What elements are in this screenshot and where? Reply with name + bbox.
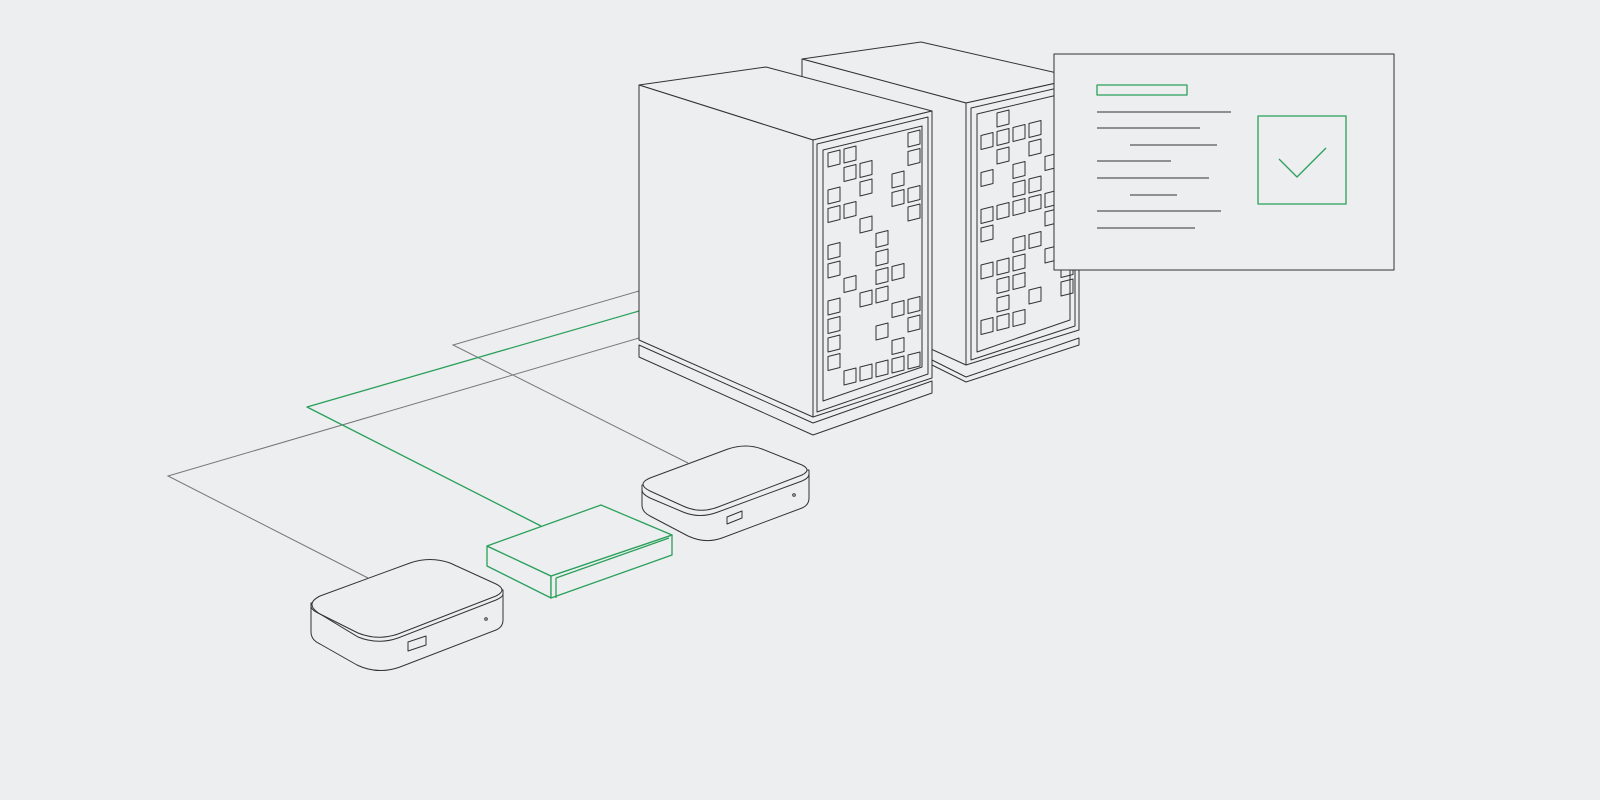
vent-square bbox=[980, 132, 994, 150]
vent-square bbox=[875, 248, 889, 267]
vent-square bbox=[1012, 124, 1026, 142]
vent-square bbox=[996, 109, 1010, 128]
vent-square bbox=[996, 294, 1010, 313]
vent-square bbox=[891, 300, 905, 318]
server-front bbox=[638, 66, 933, 436]
vent-square bbox=[1028, 175, 1042, 194]
vent-square bbox=[980, 317, 994, 335]
vent-square bbox=[875, 322, 889, 341]
check-box bbox=[1257, 115, 1347, 205]
checkmark-icon bbox=[1278, 147, 1327, 178]
vent-square bbox=[907, 314, 921, 333]
vent-square bbox=[1028, 194, 1042, 212]
vent-square bbox=[996, 202, 1010, 220]
vent-square bbox=[1012, 272, 1026, 290]
vent-square bbox=[827, 334, 841, 353]
vent-square bbox=[907, 185, 921, 203]
vent-square bbox=[1028, 138, 1042, 157]
vent-square bbox=[827, 353, 841, 371]
floor-line-back bbox=[451, 290, 689, 464]
vent-square bbox=[827, 242, 841, 260]
vent-square bbox=[859, 289, 873, 308]
vent-square bbox=[843, 201, 857, 219]
vent-square bbox=[875, 230, 889, 248]
vent-square bbox=[980, 206, 994, 224]
vent-square bbox=[843, 367, 857, 386]
vent-square bbox=[827, 205, 841, 223]
vent-square bbox=[827, 297, 841, 316]
vent-square bbox=[1028, 286, 1042, 305]
vent-square bbox=[827, 316, 841, 334]
vent-square bbox=[891, 189, 905, 207]
server-front-vents bbox=[827, 129, 921, 386]
vent-square bbox=[1012, 309, 1026, 327]
vent-square bbox=[891, 170, 905, 189]
vent-square bbox=[843, 275, 857, 293]
vent-square bbox=[859, 363, 873, 382]
vent-square bbox=[980, 224, 994, 243]
accent-device bbox=[486, 504, 673, 599]
vent-square bbox=[891, 337, 905, 355]
vent-square bbox=[859, 178, 873, 197]
vent-square bbox=[980, 261, 994, 280]
vent-square bbox=[996, 128, 1010, 146]
vent-square bbox=[875, 267, 889, 285]
vent-square bbox=[891, 355, 905, 374]
vent-square bbox=[996, 276, 1010, 294]
router-device-front bbox=[310, 559, 504, 671]
vent-square bbox=[827, 186, 841, 205]
status-document-panel bbox=[1053, 53, 1395, 271]
vent-square bbox=[1060, 278, 1074, 297]
vent-square bbox=[859, 215, 873, 234]
vent-square bbox=[996, 257, 1010, 276]
vent-square bbox=[1012, 198, 1026, 216]
vent-square bbox=[875, 359, 889, 378]
vent-square bbox=[907, 148, 921, 166]
vent-square bbox=[1012, 179, 1026, 198]
vent-square bbox=[843, 164, 857, 182]
document-title-bar bbox=[1096, 84, 1188, 96]
vent-square bbox=[1028, 231, 1042, 249]
vent-square bbox=[1028, 120, 1042, 138]
port-icon bbox=[726, 510, 743, 525]
vent-square bbox=[907, 296, 921, 314]
vent-square bbox=[859, 160, 873, 178]
connection-lines bbox=[166, 290, 689, 579]
vent-square bbox=[907, 203, 921, 222]
floor-line-front bbox=[166, 337, 640, 579]
vent-square bbox=[891, 263, 905, 281]
vent-square bbox=[907, 351, 921, 370]
router-device-back bbox=[641, 445, 810, 542]
vent-square bbox=[843, 145, 857, 164]
vent-square bbox=[980, 169, 994, 187]
document-text-lines bbox=[1097, 111, 1231, 229]
floor-line-accent bbox=[306, 310, 640, 527]
vent-square bbox=[996, 146, 1010, 165]
vent-square bbox=[827, 149, 841, 168]
vent-square bbox=[875, 285, 889, 304]
vent-square bbox=[996, 313, 1010, 331]
port-icon bbox=[407, 635, 427, 652]
vent-square bbox=[1012, 253, 1026, 272]
vent-square bbox=[907, 129, 921, 148]
vent-square bbox=[1012, 161, 1026, 179]
vent-square bbox=[1012, 235, 1026, 253]
vent-square bbox=[827, 260, 841, 279]
